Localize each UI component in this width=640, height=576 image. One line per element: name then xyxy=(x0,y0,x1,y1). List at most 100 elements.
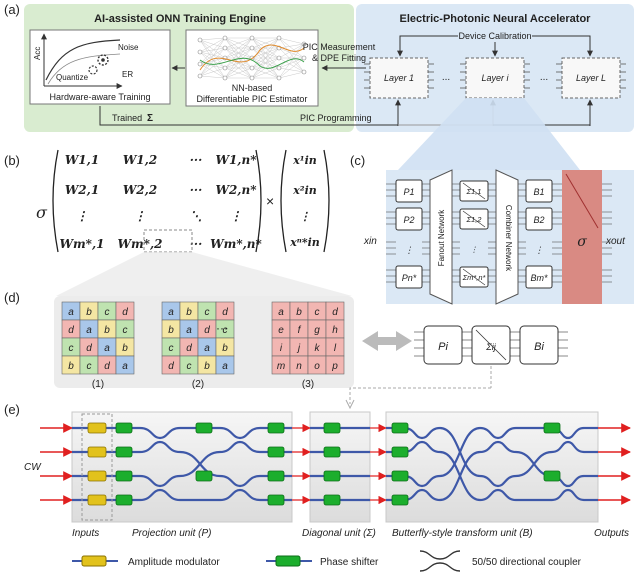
sigma-block-label: Σ1,2 xyxy=(466,215,483,224)
b-block-label: ⋮ xyxy=(535,245,544,255)
grid-cell xyxy=(215,355,235,375)
matrix-cell: W1,1 xyxy=(65,153,99,167)
acc-label: Acc xyxy=(33,47,42,60)
grid-cell-label: d xyxy=(222,307,228,318)
matrix-cell: Wm*,1 xyxy=(60,237,105,251)
grid-cell-label: b xyxy=(186,307,192,318)
cw-label: CW xyxy=(24,462,42,473)
matrix-cell: ⋮ xyxy=(134,209,146,223)
phase-shifter xyxy=(267,494,285,506)
device-calibration-label: Device Calibration xyxy=(458,31,531,41)
phase-shifter xyxy=(267,422,285,434)
matrix-cell: ··· xyxy=(190,153,203,167)
layer-1-block: Layer 1 xyxy=(369,57,429,99)
grid-cell-label: a xyxy=(204,343,210,354)
vector-cell: x¹in xyxy=(292,154,317,167)
p-block xyxy=(395,179,423,203)
trained-label: Trained xyxy=(112,113,142,123)
grid-cell-label: m xyxy=(277,361,285,372)
grid-cell-label: c xyxy=(69,343,74,354)
layer-dots-1: ... xyxy=(442,72,450,83)
layer-i-label: Layer i xyxy=(481,73,509,83)
phase-shifter-icon xyxy=(275,555,301,567)
xout-label: xout xyxy=(605,236,626,247)
panel-label-d: (d) xyxy=(4,290,20,305)
unit-b-label: Bi xyxy=(534,341,544,353)
panel-label-a: (a) xyxy=(4,2,20,17)
grid-ellipsis: ··· xyxy=(216,321,228,335)
p-block-label: P2 xyxy=(403,215,414,225)
times-symbol: × xyxy=(266,193,274,209)
grid-caption: (3) xyxy=(302,379,314,390)
grid-cell-label: b xyxy=(68,361,74,372)
phase-shifter xyxy=(323,494,341,506)
grid-caption: (1) xyxy=(92,379,104,390)
b-block-label: B2 xyxy=(533,215,544,225)
grid-cell-label: a xyxy=(104,343,110,354)
accelerator-title: Electric-Photonic Neural Accelerator xyxy=(400,13,592,25)
grid-cell-label: a xyxy=(86,325,92,336)
sigma-block-label: Σ1,1 xyxy=(466,187,482,196)
grid-cell xyxy=(115,355,135,375)
grid-cell-label: d xyxy=(86,343,92,354)
matrix-cell: W2,1 xyxy=(65,183,99,197)
photonic-chip xyxy=(40,411,631,523)
pic-programming-label: PIC Programming xyxy=(300,113,372,123)
phase-shifter xyxy=(391,422,409,434)
b-block xyxy=(525,265,553,289)
grid-cell-label: d xyxy=(332,307,338,318)
grid-caption: (2) xyxy=(192,379,204,390)
estimator-line-1: NN-based xyxy=(232,83,273,93)
grid-cell-label: j xyxy=(296,343,301,354)
b-block-label: Bm* xyxy=(530,273,548,283)
layer-dots-2: ... xyxy=(540,72,548,83)
layer-i-block: Layer i xyxy=(465,57,525,99)
nonlinearity-sigma: σ xyxy=(577,234,587,250)
input-highlight-box xyxy=(81,413,113,521)
amplitude-modulator-icon xyxy=(81,555,107,567)
fanout-label: Fanout Network xyxy=(437,209,446,266)
matrix-left-paren xyxy=(52,149,59,253)
unit-sigma-label: Σij xyxy=(485,342,496,352)
quantize-label: Quantize xyxy=(56,73,89,82)
er-label: ER xyxy=(122,70,133,79)
grid-cell-label: d xyxy=(104,361,110,372)
nonlinearity-block xyxy=(562,170,602,304)
phase-shifter xyxy=(195,470,213,482)
matrix-cell: ··· xyxy=(190,237,203,251)
grid-cell-label: a xyxy=(168,307,174,318)
grid-cell-label: c xyxy=(205,307,210,318)
layer-L-block: Layer L xyxy=(561,57,621,99)
grid-cell-label: b xyxy=(86,307,92,318)
grid-cell-label: k xyxy=(315,343,321,354)
b-block xyxy=(525,207,553,231)
grid-cell-label: d xyxy=(204,325,210,336)
phase-shifter xyxy=(115,446,133,458)
inputs-label: Inputs xyxy=(72,528,99,539)
grid-cell-label: i xyxy=(280,343,283,354)
p-block xyxy=(395,207,423,231)
combiner-label: Combiner Network xyxy=(504,205,513,272)
grid-cell-label: d xyxy=(186,343,192,354)
amplitude-modulator xyxy=(87,446,107,458)
matrix-cell: ⋮ xyxy=(76,209,88,223)
unit-block-row: Pi Σij Bi xyxy=(345,325,568,410)
engine-title: AI-assisted ONN Training Engine xyxy=(94,13,266,25)
phase-shifter xyxy=(391,470,409,482)
grid-cell-label: b xyxy=(222,343,228,354)
p-block-label: P1 xyxy=(403,187,414,197)
zoom-funnel-b xyxy=(56,252,352,296)
b-block xyxy=(525,179,553,203)
tensor-core-panel: σ xin xout Fanout Network Combiner Netwo… xyxy=(363,169,634,305)
combiner-network xyxy=(495,169,519,305)
phase-shifter xyxy=(195,422,213,434)
xin-label: xin xyxy=(363,236,377,247)
unit-b-block xyxy=(519,325,559,365)
b-block-label: B1 xyxy=(533,187,544,197)
projection-unit-label: Projection unit (P) xyxy=(132,528,211,539)
legend-phase: Phase shifter xyxy=(320,557,379,568)
